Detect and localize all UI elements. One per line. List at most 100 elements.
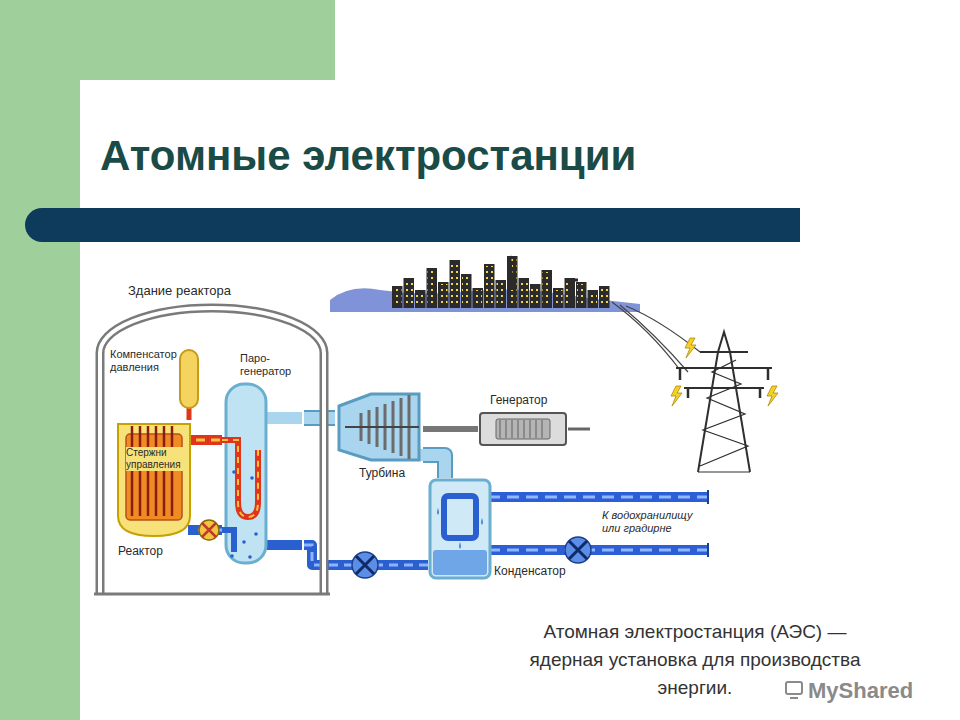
pressurizer-vessel xyxy=(180,350,198,408)
building-wall-inner xyxy=(100,308,324,595)
building-wall xyxy=(100,308,324,595)
city-building xyxy=(392,286,403,308)
wire xyxy=(620,305,688,372)
control-rod xyxy=(155,426,158,516)
node-label: Паро- генератор xyxy=(240,352,302,378)
city-skyline xyxy=(392,254,610,308)
generator-winding xyxy=(529,420,531,438)
tower-arms xyxy=(676,352,772,388)
city-windows xyxy=(543,272,552,306)
control-rod xyxy=(171,426,174,516)
pipe-group xyxy=(423,455,445,478)
water-bubble xyxy=(248,555,252,559)
reactor-building: Здание реактораКомпенсатор давления Паро-… xyxy=(92,283,332,595)
node-label: Турбина xyxy=(359,466,421,480)
wire xyxy=(612,302,680,370)
city-building xyxy=(588,290,599,308)
hot-tube xyxy=(222,440,258,517)
generator-housing xyxy=(480,413,566,445)
city-building xyxy=(484,264,495,308)
city-windows xyxy=(600,288,609,306)
city-windows xyxy=(577,284,586,306)
condenser-water xyxy=(433,550,487,575)
pipe-end xyxy=(707,490,709,557)
water-bubble xyxy=(254,532,258,536)
city-windows xyxy=(520,280,529,306)
green-strip xyxy=(0,0,80,720)
pipe-outline xyxy=(423,455,445,478)
transmission-tower xyxy=(676,332,772,472)
city-windows xyxy=(416,292,425,306)
lightning-symbols xyxy=(671,338,778,406)
cooling-pump xyxy=(565,537,591,563)
reactor-vessel xyxy=(118,424,190,536)
pressurizer: Компенсатор давления xyxy=(108,348,202,413)
lightning xyxy=(685,338,696,358)
city-building xyxy=(415,290,426,308)
pump-body xyxy=(565,537,591,563)
generator-output xyxy=(568,428,590,431)
city-spire xyxy=(508,254,514,290)
generator-winding xyxy=(535,420,537,438)
city-tower xyxy=(566,280,578,308)
tower-bracing xyxy=(698,360,750,472)
city-windows xyxy=(589,292,598,306)
node-label: Генератор xyxy=(490,393,570,407)
power-lines xyxy=(612,302,700,372)
city-building xyxy=(427,268,438,308)
green-corner xyxy=(0,0,335,80)
pump-blades xyxy=(356,556,374,574)
watermark-icon xyxy=(786,682,802,698)
generator-winding xyxy=(511,420,513,438)
icon-stand xyxy=(790,697,798,699)
city-building xyxy=(530,284,541,308)
node-label: Здание реактора xyxy=(128,283,268,299)
city-building xyxy=(450,260,461,308)
city-building xyxy=(461,274,472,308)
generator-core xyxy=(496,419,550,439)
slide-title: Атомные электростанции xyxy=(100,132,636,180)
city-building xyxy=(542,270,553,308)
city-building xyxy=(519,278,530,308)
city-windows xyxy=(462,276,471,306)
pipe-group xyxy=(189,413,190,420)
cold-outlet xyxy=(222,530,234,552)
water-bubble xyxy=(242,540,246,544)
turbine-shaft xyxy=(345,426,419,428)
pump-blades xyxy=(569,541,587,559)
city-building xyxy=(496,280,507,308)
feedwater-inlet xyxy=(262,540,302,550)
generator-winding xyxy=(541,420,543,438)
condenser-drops xyxy=(437,508,483,549)
cooling-pipe-dash xyxy=(488,549,708,552)
condenser-tubes xyxy=(444,496,476,538)
insulators xyxy=(680,368,768,398)
water-bubble xyxy=(230,554,234,558)
pipe-connector xyxy=(187,413,192,420)
turbine: Турбина xyxy=(335,388,423,493)
cooling-pipe-dash xyxy=(488,496,708,499)
city-building xyxy=(473,288,484,308)
pipe-connector xyxy=(196,435,222,445)
cooling-pipe xyxy=(488,545,708,555)
city-windows xyxy=(393,288,402,306)
city-building xyxy=(599,286,610,308)
generator-winding xyxy=(523,420,525,438)
cooling-pipes xyxy=(488,490,708,557)
condenser: Конденсатор xyxy=(428,478,574,586)
city-windows xyxy=(531,286,540,306)
pipe-dash xyxy=(196,439,222,442)
pipe-connector xyxy=(423,455,445,478)
city-building xyxy=(438,282,449,308)
part-label: Стержни управления xyxy=(126,447,188,471)
water-bubble xyxy=(250,476,254,480)
feed-pump xyxy=(352,552,378,578)
generator-winding xyxy=(505,420,507,438)
generator: Генератор xyxy=(478,393,573,453)
pump-body xyxy=(352,552,378,578)
city-building xyxy=(576,282,587,308)
steam-outlet xyxy=(262,412,302,424)
cooling-pipe xyxy=(488,492,708,502)
white-panel-corner xyxy=(80,80,335,140)
